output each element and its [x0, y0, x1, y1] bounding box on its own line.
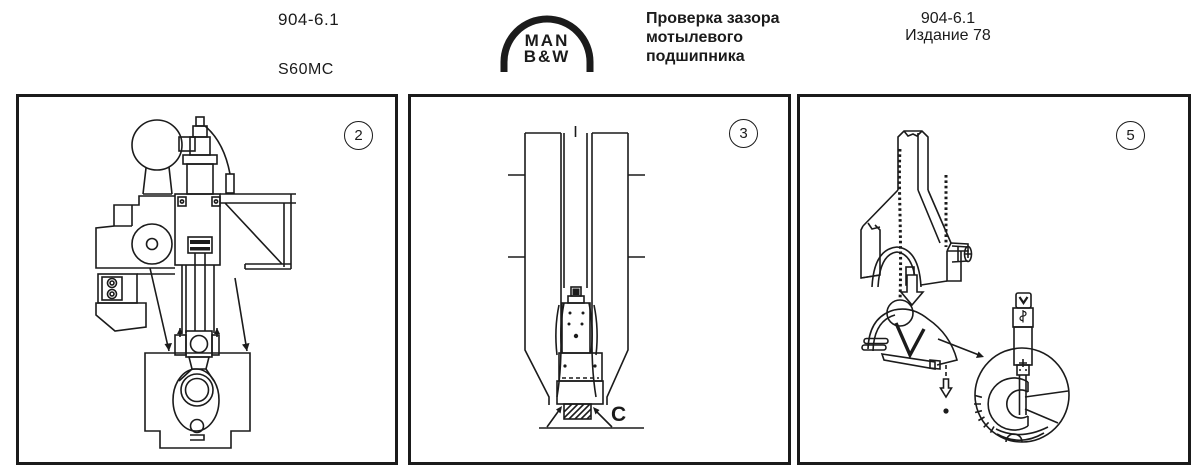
page-title: Проверка зазора мотылевого подшипника [646, 9, 780, 66]
logo-text-bw: B&W [523, 47, 571, 66]
bearing-cap-micrometer-drawing [860, 130, 1070, 443]
doc-number-right: 904-6.1 [920, 10, 976, 27]
guide-shoe-clearance-drawing [508, 126, 645, 429]
title-line-1: Проверка зазора [646, 10, 780, 27]
figure-number-badge: 3 [729, 119, 758, 148]
figure-2-panel: 2 [16, 94, 398, 465]
engine-model: S60MC [278, 61, 334, 78]
doc-number-left: 904-6.1 [278, 10, 340, 29]
title-line-2: мотылевого [646, 29, 743, 46]
doc-number-edition: 904-6.1 Издание 78 [873, 10, 1023, 44]
man-bw-logo: MAN B&W [499, 11, 595, 73]
engine-cross-section-drawing [95, 116, 296, 449]
figure-number-badge: 2 [344, 121, 373, 150]
logo-text-man: MAN [524, 31, 570, 50]
clearance-c-label: C [611, 403, 627, 426]
edition: Издание 78 [905, 27, 991, 44]
figure-5-panel: 5 [797, 94, 1191, 465]
figure-number-badge: 5 [1116, 121, 1145, 150]
figure-3-panel: 3 C [408, 94, 791, 465]
logo-arch [500, 15, 594, 72]
title-line-3: подшипника [646, 48, 745, 65]
